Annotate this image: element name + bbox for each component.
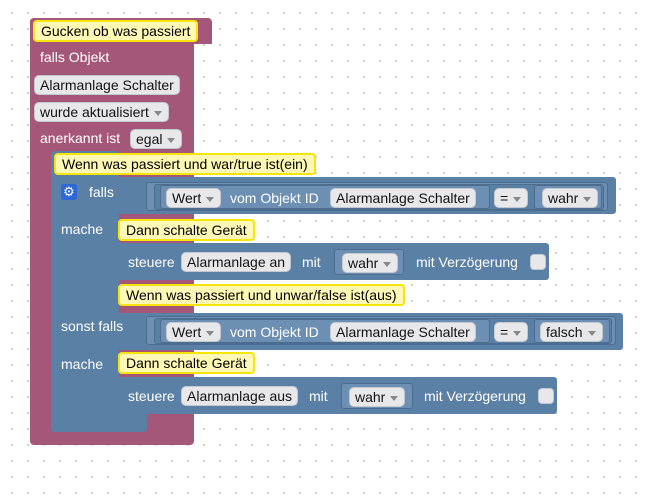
condition2-operator-dropdown[interactable]: = [494, 322, 529, 342]
sonst-falls-label: sonst falls [61, 318, 124, 334]
condition2-vom-label: vom Objekt ID [230, 324, 319, 340]
object-name-field[interactable]: Alarmanlage Schalter [34, 75, 180, 95]
branch2-value-dropdown[interactable]: wahr [349, 387, 406, 407]
mache-label: mache [61, 221, 104, 237]
condition1-vom-label: vom Objekt ID [230, 190, 319, 206]
branch2-mit-label: mit [309, 388, 328, 404]
branch1-mit-label: mit [302, 254, 321, 270]
condition2-object-field[interactable]: Alarmanlage Schalter [330, 322, 476, 342]
condition2-wert-dropdown[interactable]: Wert [166, 322, 222, 342]
gear-icon[interactable]: ⚙ [61, 184, 77, 200]
branch2-device-field[interactable]: Alarmanlage aus [181, 386, 299, 406]
condition1-wert-dropdown[interactable]: Wert [166, 188, 222, 208]
branch1-steuere-label: steuere [128, 254, 175, 270]
falls-label: falls [89, 184, 114, 200]
branch1-value-dropdown[interactable]: wahr [342, 253, 399, 273]
if-comment[interactable]: Wenn was passiert und war/true ist(ein) [54, 153, 316, 175]
branch1-comment[interactable]: Dann schalte Gerät [118, 219, 255, 241]
branch1-device-field[interactable]: Alarmanlage an [181, 252, 292, 272]
branch2-delay-label: mit Verzögerung [424, 388, 526, 404]
branch2-comment[interactable]: Dann schalte Gerät [118, 352, 255, 374]
branch1-delay-checkbox[interactable] [530, 254, 546, 270]
condition1-object-field[interactable]: Alarmanlage Schalter [330, 188, 476, 208]
anerkannt-dropdown[interactable]: egal [130, 129, 183, 149]
condition1-value-dropdown[interactable]: wahr [542, 188, 599, 208]
branch1-comment-after[interactable]: Wenn was passiert und unwar/false ist(au… [118, 284, 405, 306]
condition2-value-dropdown[interactable]: falsch [540, 322, 603, 342]
anerkannt-label: anerkannt ist [40, 130, 121, 146]
branch2-steuere-label: steuere [128, 388, 175, 404]
condition1-operator-dropdown[interactable]: = [494, 188, 529, 208]
branch2-delay-checkbox[interactable] [538, 388, 554, 404]
event-comment[interactable]: Gucken ob was passiert [33, 20, 199, 42]
falls-objekt-label: falls Objekt [40, 49, 110, 65]
mache2-label: mache [61, 356, 104, 372]
if-bottom-cap [51, 412, 147, 432]
trigger-dropdown[interactable]: wurde aktualisiert [34, 102, 169, 122]
branch1-delay-label: mit Verzögerung [416, 254, 518, 270]
